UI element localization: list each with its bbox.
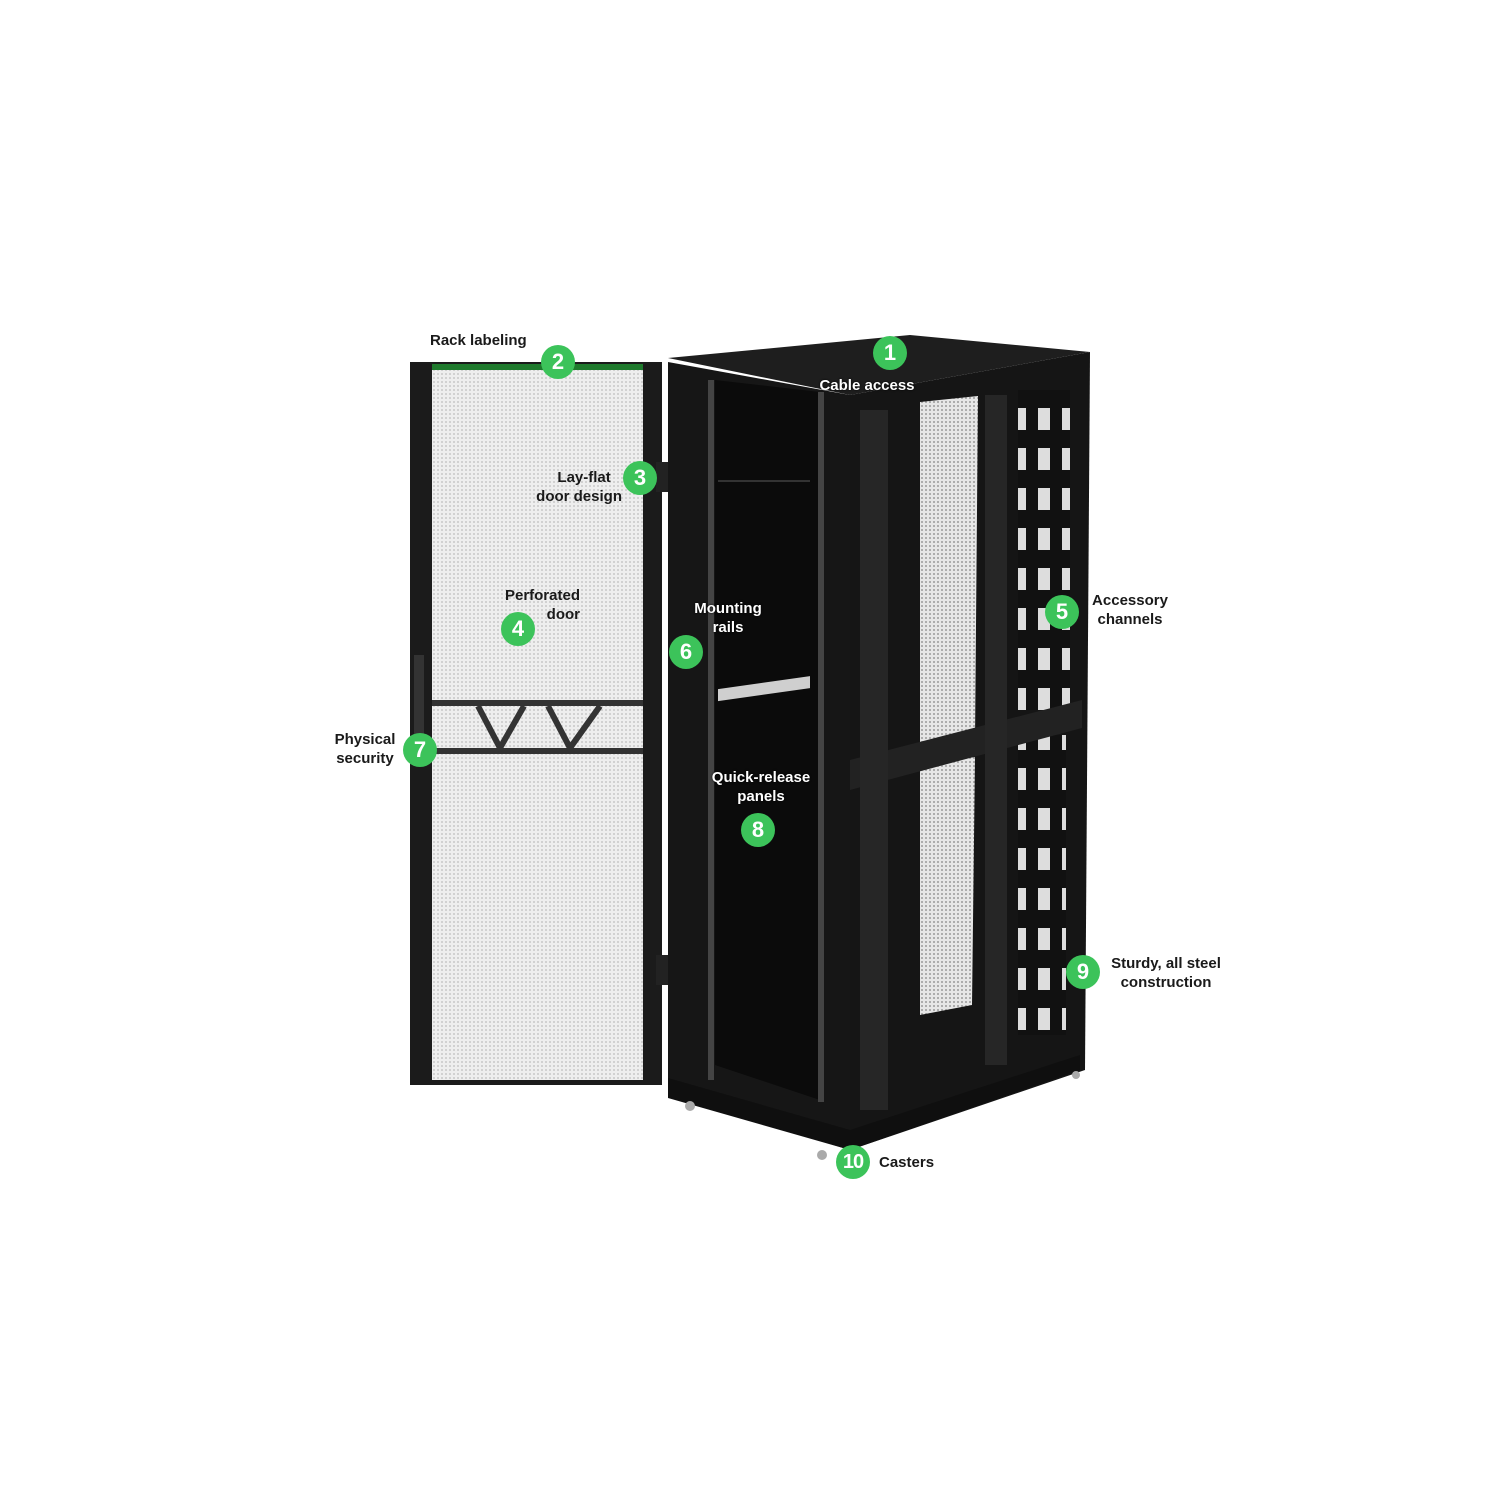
callout-badge-4: 4 bbox=[501, 612, 535, 646]
callout-badge-5: 5 bbox=[1045, 595, 1079, 629]
label-rack-labeling: Rack labeling bbox=[430, 332, 527, 349]
callout-badge-2: 2 bbox=[541, 345, 575, 379]
callout-badge-6: 6 bbox=[669, 635, 703, 669]
callout-badge-8: 8 bbox=[741, 813, 775, 847]
accessory-channel bbox=[1018, 390, 1070, 710]
label-cable-access: Cable access bbox=[819, 377, 915, 394]
door-hinge bbox=[656, 462, 670, 492]
door-lock bbox=[414, 655, 424, 735]
callout-badge-1: 1 bbox=[873, 336, 907, 370]
caster bbox=[685, 1101, 695, 1111]
label-casters: Casters bbox=[879, 1154, 935, 1171]
rack-label-strip bbox=[432, 364, 643, 370]
callout-badge-10: 10 bbox=[836, 1145, 870, 1179]
quick-release-panel bbox=[718, 480, 810, 482]
mounting-rail bbox=[708, 380, 714, 1080]
callout-badge-3: 3 bbox=[623, 461, 657, 495]
callout-badge-7: 7 bbox=[403, 733, 437, 767]
callout-badge-9: 9 bbox=[1066, 955, 1100, 989]
perforated-door bbox=[410, 362, 670, 1085]
